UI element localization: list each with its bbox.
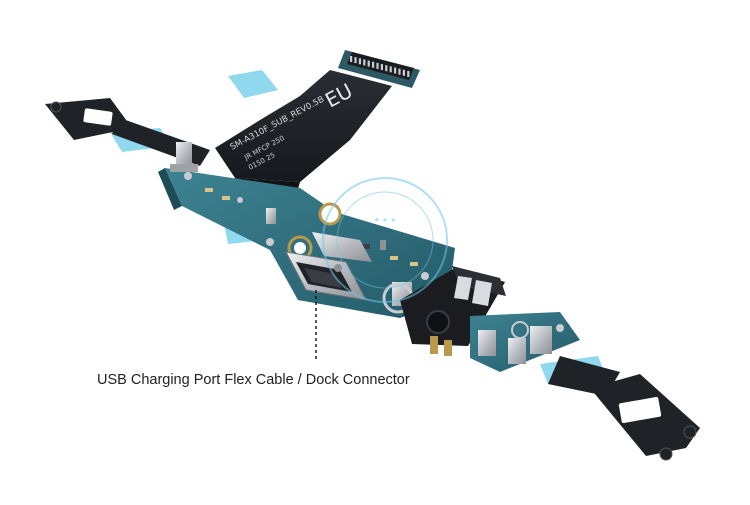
connector-pin [380,64,383,71]
connector-pin [376,62,379,69]
product-caption: USB Charging Port Flex Cable / Dock Conn… [97,372,410,388]
connector-pin [402,69,405,76]
connector-pin [394,67,397,74]
connector-pin [407,70,410,77]
svg-text:★ ★ ★: ★ ★ ★ [374,216,397,224]
watermark-seal: ★ ★ ★ [322,177,448,303]
connector-pin [389,66,392,73]
connector-pin [372,61,375,68]
right-sub-board [470,312,580,372]
connector-pin [363,59,366,66]
connector-pin [350,56,353,62]
right-bracket [548,356,700,461]
connector-pin [385,65,388,72]
connector-pin [367,60,370,67]
top-connector [338,50,420,88]
connector-pin [354,57,357,64]
connector-pin [398,68,401,75]
stiffener-tab-top [228,70,278,98]
connector-pin [358,58,361,65]
